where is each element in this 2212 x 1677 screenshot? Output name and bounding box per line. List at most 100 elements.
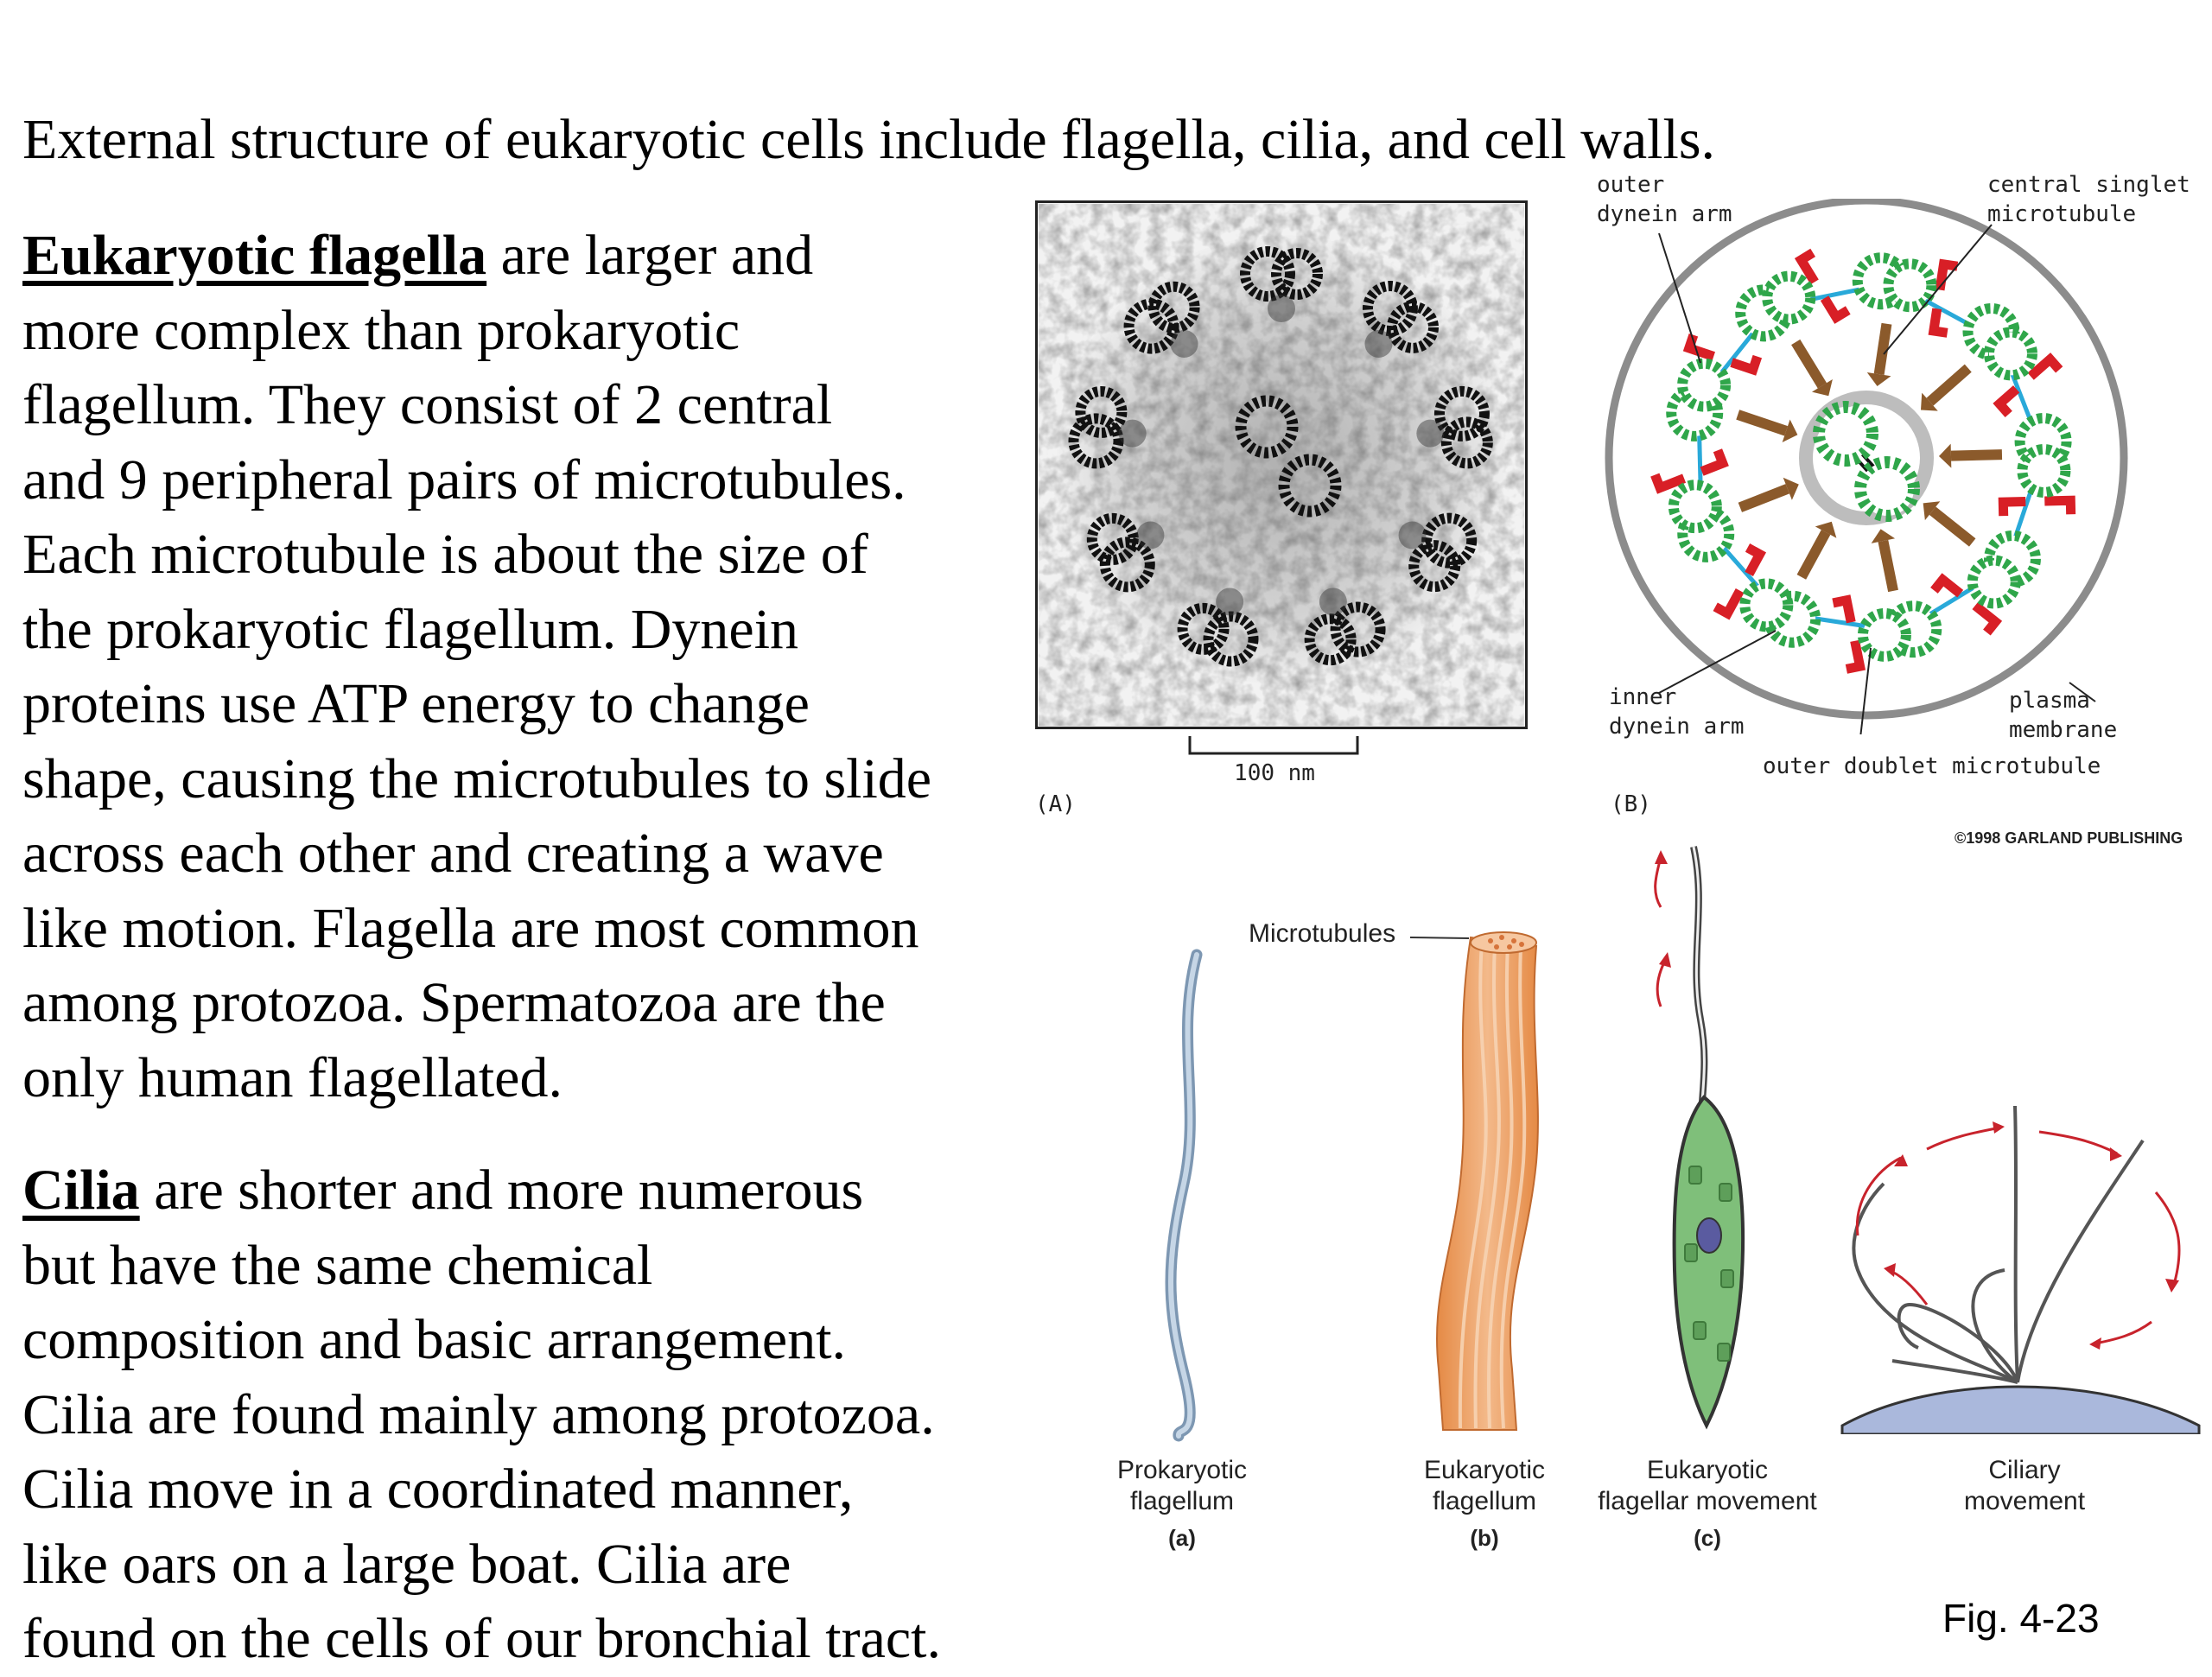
outer-dynein-arm: [2027, 353, 2063, 380]
micro-doublet-ring: [1068, 246, 1493, 667]
inner-dynein-arm: [1998, 496, 2026, 517]
flagella-line-5: the prokaryotic flagellum. Dynein: [22, 597, 799, 661]
central-sheath: [1799, 391, 1934, 525]
cilia-line-3: Cilia are found mainly among protozoa.: [22, 1382, 935, 1446]
panel-label-b: (B): [1611, 791, 1651, 817]
spoke-head: [1938, 443, 1952, 468]
radial-spoke: [1926, 364, 1972, 406]
outer-doublet: [1735, 270, 1816, 342]
outer-dynein-arm: [2044, 495, 2076, 515]
eukaryotic-flagellum-drawing: [1436, 931, 1539, 1431]
label-inner-dynein-arm: inner dynein arm: [1609, 684, 1745, 740]
figure-number: Fig. 4-23: [1942, 1596, 2100, 1641]
micro-central-pair: [1235, 395, 1342, 518]
inner-dynein-arm: [1745, 543, 1767, 576]
cilia-line-0: Cilia are shorter and more numerous: [22, 1159, 864, 1222]
spoke-head: [1783, 477, 1799, 500]
headline: External structure of eukaryotic cells i…: [22, 108, 1716, 171]
outer-dynein-arm: [1650, 473, 1687, 494]
caption-prokaryotic-flagellum: Prokaryotic flagellum: [1116, 1456, 1248, 1515]
flagella-line-4: Each microtubule is about the size of: [22, 523, 868, 586]
outer-doublet: [1857, 600, 1942, 662]
radial-spoke: [1929, 506, 1976, 547]
flagella-paragraph: Eukaryotic flagella are larger and more …: [22, 219, 931, 1115]
radial-spoke: [1873, 322, 1892, 375]
micro-doublet: [1416, 385, 1493, 469]
prokaryotic-flagellum-drawing: [1165, 949, 1203, 1442]
micro-doublet: [1068, 385, 1147, 469]
radial-spoke: [1738, 484, 1789, 512]
ciliary-movement-drawing: [1840, 1105, 2201, 1434]
label-outer-doublet: outer doublet microtubule: [1763, 753, 2101, 779]
leader-lines: [1658, 224, 2096, 734]
outer-doublet: [1666, 358, 1732, 441]
flagella-line-9: like motion. Flagella are most common: [22, 896, 919, 960]
inner-dynein-arm: [1930, 573, 1964, 598]
electron-micrograph: [1035, 200, 1528, 729]
spoke-head: [1923, 501, 1941, 521]
flagella-line-3: and 9 peripheral pairs of microtubules.: [22, 448, 906, 511]
microtubules-leader: [1409, 937, 1470, 939]
caption-eukaryotic-flagellum: Eukaryotic flagellum: [1423, 1456, 1546, 1515]
outer-doublet: [2014, 412, 2072, 498]
scale-bar: [1188, 736, 1359, 755]
flagella-line-6: proteins use ATP energy to change: [22, 672, 810, 735]
cilia-line-4: Cilia move in a coordinated manner,: [22, 1458, 854, 1521]
flagella-line-0: Eukaryotic flagella are larger and: [22, 224, 814, 287]
flagella-line-2: flagellum. They consist of 2 central: [22, 373, 833, 436]
outer-doublet: [1739, 578, 1821, 648]
caption-letter-c: (c): [1694, 1525, 1721, 1551]
outer-dynein-arm: [1935, 258, 1959, 291]
radial-spoke: [1791, 339, 1827, 389]
flagella-line-10: among protozoa. Spermatozoa are the: [22, 971, 886, 1034]
radial-spoke: [1736, 410, 1789, 436]
cilium-strokes: [1852, 1105, 2145, 1384]
flagella-term: Eukaryotic flagella: [22, 224, 487, 287]
outer-dynein-arm: [1972, 601, 2003, 636]
outer-doublet: [1852, 252, 1937, 313]
cilia-line-2: composition and basic arrangement.: [22, 1308, 847, 1371]
inner-dynein-arm: [1928, 308, 1948, 338]
cilia-term: Cilia: [22, 1159, 140, 1222]
outer-doublet: [1967, 530, 2041, 609]
micro-doublet: [1240, 246, 1323, 322]
outer-doublet: [1668, 480, 1735, 562]
caption-letter-a: (a): [1168, 1525, 1196, 1551]
label-central-singlet: central singlet microtubule: [1987, 172, 2190, 227]
central-singlet-pair: [1813, 401, 1920, 522]
outer-dynein-arm: [1682, 333, 1715, 361]
cilia-line-6: found on the cells of our bronchial trac…: [22, 1607, 941, 1670]
cilia-line-1: but have the same chemical: [22, 1233, 653, 1297]
spoke-head: [1871, 529, 1896, 543]
inner-dynein-arm: [1700, 448, 1729, 476]
flagellar-movement-drawing: [1654, 846, 1745, 1430]
axoneme-diagram: [1605, 199, 2128, 734]
outer-dynein-arm: [1794, 248, 1819, 285]
spoke-head: [1815, 521, 1837, 538]
radial-spoke: [1796, 530, 1831, 580]
flagella-line-7: shape, causing the microtubules to slide: [22, 746, 932, 810]
inner-dynein-arm: [1832, 594, 1856, 624]
panel-label-a: (A): [1035, 791, 1076, 817]
radial-spoke: [1950, 449, 2003, 461]
scale-bar-label: 100 nm: [1234, 760, 1315, 786]
spoke-head: [1782, 419, 1798, 443]
label-microtubules: Microtubules: [1249, 919, 1396, 948]
inner-dynein-arm: [1730, 354, 1763, 376]
spoke-head: [1921, 392, 1938, 411]
inner-dynein-arm: [1993, 385, 2020, 418]
cilia-line-5: like oars on a large boat. Cilia are: [22, 1532, 791, 1596]
spoke-head: [1866, 372, 1891, 386]
radial-spoke: [1878, 539, 1898, 593]
inner-dynein-arm: [1820, 295, 1851, 324]
label-outer-dynein-arm: outer dynein arm: [1597, 172, 1732, 227]
micro-doublet: [1123, 281, 1200, 358]
micro-doublet: [1398, 512, 1478, 593]
outer-dynein-arm: [1845, 639, 1866, 674]
outer-doublet: [1962, 302, 2037, 381]
cilia-paragraph: Cilia are shorter and more numerous but …: [22, 1153, 941, 1677]
caption-letter-b: (b): [1470, 1525, 1499, 1551]
micro-doublet: [1304, 588, 1386, 666]
spoke-head: [1811, 379, 1833, 397]
caption-flagellar-movement: Eukaryotic flagellar movement: [1598, 1456, 1817, 1515]
